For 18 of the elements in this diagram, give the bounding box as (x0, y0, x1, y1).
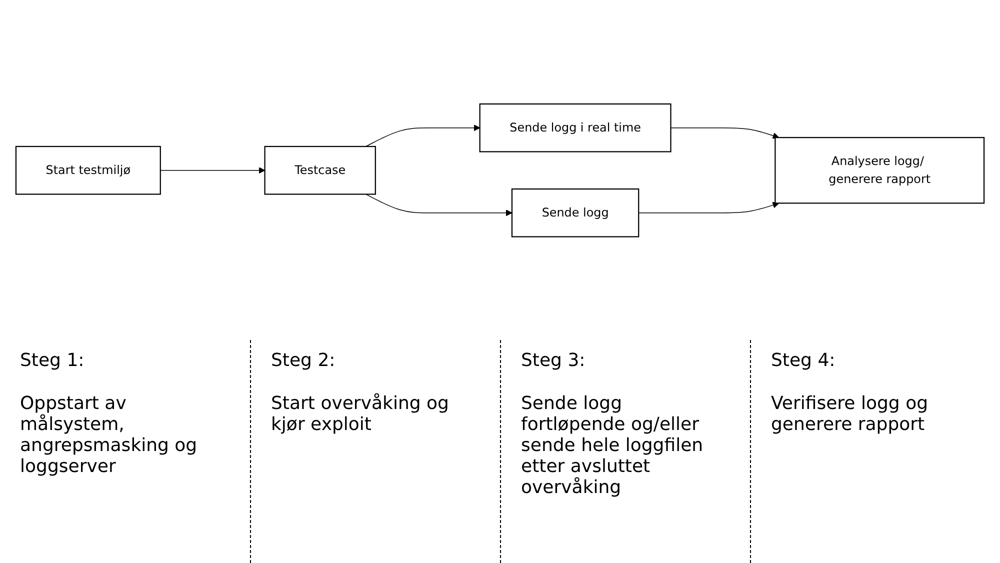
step-description: Sende logg fortløpende og/eller sende hele loggfilen etter avsluttet overvåking (521, 393, 704, 498)
step-description: Verifisere logg og generere rapport (771, 393, 930, 435)
step-description: Oppstart av målsystem, angrepsmasking og loggserver (20, 393, 198, 477)
node-box: Testcase (264, 146, 376, 194)
node-box: Start testmiljø (15, 146, 161, 194)
step-description: Start overvåking og kjør exploit (271, 393, 450, 435)
arrow (365, 124, 480, 146)
node-box: Sende logg (511, 188, 640, 237)
arrow (670, 127, 780, 138)
node-box: Sende logg i real time (479, 103, 672, 152)
arrow (365, 193, 512, 216)
node-box: Analysere logg/ generere rapport (774, 136, 985, 204)
arrow (160, 166, 266, 174)
step-heading: Steg 4: (771, 350, 836, 371)
step-heading: Steg 3: (521, 350, 586, 371)
arrow (638, 202, 780, 213)
step-heading: Steg 1: (20, 350, 86, 371)
step-heading: Steg 2: (271, 350, 336, 371)
